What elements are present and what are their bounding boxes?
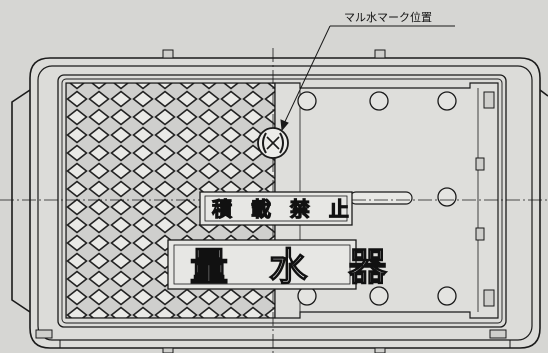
no-load-plate: 積 載 禁 止 bbox=[199, 191, 355, 226]
maru-sui-mark-icon bbox=[257, 127, 289, 159]
frame-hardware bbox=[35, 329, 507, 339]
bolt-bosses bbox=[297, 91, 457, 306]
water-meter-plate: 量 水 器 bbox=[167, 239, 400, 290]
inner-lid bbox=[57, 74, 507, 328]
hinge-tabs bbox=[162, 49, 386, 353]
side-clips bbox=[475, 91, 495, 307]
callout-leader bbox=[280, 25, 455, 132]
water-meter-text: 量 水 器 bbox=[190, 244, 400, 289]
lid-slot bbox=[349, 191, 413, 205]
no-load-text: 積 載 禁 止 bbox=[212, 197, 355, 221]
callout-label: マル水マーク位置 bbox=[344, 10, 432, 24]
